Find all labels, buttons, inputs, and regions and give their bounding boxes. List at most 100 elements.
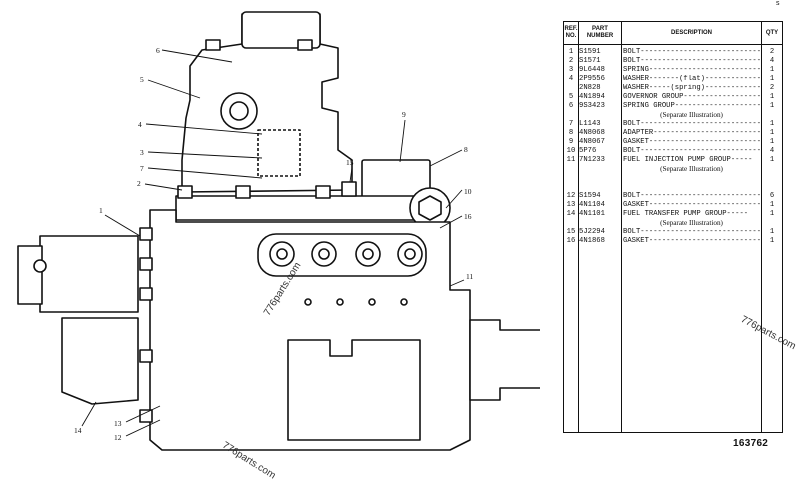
part-number-cell: L1143 — [579, 120, 601, 128]
callout-7: 7 — [140, 164, 144, 173]
header-ref: REF. NO. — [564, 22, 578, 45]
ref-cell: 15 — [566, 228, 576, 236]
fuel-pump-exploded-drawing: 1 2 3 4 5 6 7 8 9 10 11 12 13 14 15 16 — [17, 11, 540, 451]
part-number-cell: S1571 — [579, 57, 601, 65]
callout-2: 2 — [137, 179, 141, 188]
qty-cell: 1 — [769, 156, 775, 164]
corner-mark: s — [776, 0, 780, 7]
qty-cell: 1 — [769, 120, 775, 128]
ref-cell: 13 — [566, 201, 576, 209]
part-number-cell: 4N1894 — [579, 93, 605, 101]
part-number-cell: 5J2294 — [579, 228, 605, 236]
callout-14: 14 — [74, 426, 82, 435]
callout-4: 4 — [138, 120, 142, 129]
ref-cell: 9 — [568, 138, 574, 146]
description-cell: GOVERNOR GROUP------------------ — [623, 93, 760, 101]
qty-cell: 1 — [769, 75, 775, 83]
qty-cell: 4 — [769, 57, 775, 65]
qty-cell: 1 — [769, 138, 775, 146]
part-number-cell: 4N8067 — [579, 138, 605, 146]
callout-10: 10 — [464, 187, 472, 196]
table-row: 1 S1591 BOLT---------------------------- 2 — [564, 48, 782, 57]
callout-8: 8 — [464, 145, 468, 154]
separate-illustration-note: (Separate Illustration) — [660, 111, 723, 119]
callout-6: 6 — [156, 46, 160, 55]
qty-cell: 1 — [769, 102, 775, 110]
callout-1: 1 — [99, 206, 103, 215]
ref-cell: 2 — [568, 57, 574, 65]
qty-cell: 1 — [769, 237, 775, 245]
part-number-cell: 4N8068 — [579, 129, 605, 137]
part-number-cell: S1594 — [579, 192, 601, 200]
qty-cell: 1 — [769, 210, 775, 218]
ref-cell: 10 — [566, 147, 576, 155]
callout-11: 11 — [466, 272, 473, 281]
description-cell: FUEL TRANSFER PUMP GROUP----- — [623, 210, 749, 218]
header-description: DESCRIPTION — [622, 22, 761, 45]
qty-cell: 1 — [769, 93, 775, 101]
description-cell: BOLT---------------------------- — [623, 48, 760, 56]
ref-cell: 5 — [568, 93, 574, 101]
callout-9: 9 — [402, 110, 406, 119]
ref-cell: 8 — [568, 129, 574, 137]
part-number-cell: 5P76 — [579, 147, 597, 155]
header-part-number: PART NUMBER — [579, 22, 621, 45]
description-cell: WASHER-------(flat)------------- — [623, 75, 760, 83]
qty-cell: 6 — [769, 192, 775, 200]
separate-illustration-note: (Separate Illustration) — [660, 165, 723, 173]
description-cell: BOLT---------------------------- — [623, 120, 760, 128]
callout-5: 5 — [140, 75, 144, 84]
ref-cell: 11 — [566, 156, 576, 164]
part-number-cell: 9S3423 — [579, 102, 605, 110]
part-number-cell: 2P9556 — [579, 75, 605, 83]
part-number-cell: 4N1101 — [579, 210, 605, 218]
description-cell: BOLT---------------------------- — [623, 192, 760, 200]
header-qty: QTY — [762, 22, 782, 45]
description-cell: BOLT---------------------------- — [623, 147, 760, 155]
part-number-cell: 4N1104 — [579, 201, 605, 209]
description-cell: FUEL INJECTION PUMP GROUP----- — [623, 156, 753, 164]
description-cell: ADAPTER------------------------- — [623, 129, 760, 137]
callout-15: 15 — [346, 158, 354, 167]
part-number-cell: S1591 — [579, 48, 601, 56]
separate-illustration-note: (Separate Illustration) — [660, 219, 723, 227]
callout-13: 13 — [114, 419, 122, 428]
ref-cell: 4 — [568, 75, 574, 83]
callout-3: 3 — [140, 148, 144, 157]
qty-cell: 4 — [769, 147, 775, 155]
part-number-cell: 9L6448 — [579, 66, 605, 74]
qty-cell: 1 — [769, 201, 775, 209]
qty-cell: 1 — [769, 66, 775, 74]
description-cell: WASHER-----(spring)------------- — [623, 84, 760, 92]
ref-cell: 6 — [568, 102, 574, 110]
ref-cell: 16 — [566, 237, 576, 245]
ref-cell: 14 — [566, 210, 576, 218]
callout-12: 12 — [114, 433, 122, 442]
part-number-cell: 2N828 — [579, 84, 601, 92]
description-cell: SPRING-------------------------- — [623, 66, 760, 74]
description-cell: BOLT---------------------------- — [623, 228, 760, 236]
ref-cell: 7 — [568, 120, 574, 128]
qty-cell: 2 — [769, 48, 775, 56]
description-cell: GASKET-------------------------- — [623, 201, 760, 209]
ref-cell: 12 — [566, 192, 576, 200]
table-row: 5 4N1894 GOVERNOR GROUP------------------ 1 — [564, 93, 782, 102]
part-number-cell: 7N1233 — [579, 156, 605, 164]
ref-cell: 1 — [568, 48, 574, 56]
description-cell: GASKET-------------------------- — [623, 138, 760, 146]
qty-cell: 1 — [769, 129, 775, 137]
illustration-code: 163762 — [733, 438, 769, 449]
table-row: 4 2P9556 WASHER-------(flat)------------- 1 — [564, 75, 782, 84]
table-row: 7 L1143 BOLT---------------------------- 1 — [564, 120, 782, 129]
description-cell: GASKET-------------------------- — [623, 237, 760, 245]
